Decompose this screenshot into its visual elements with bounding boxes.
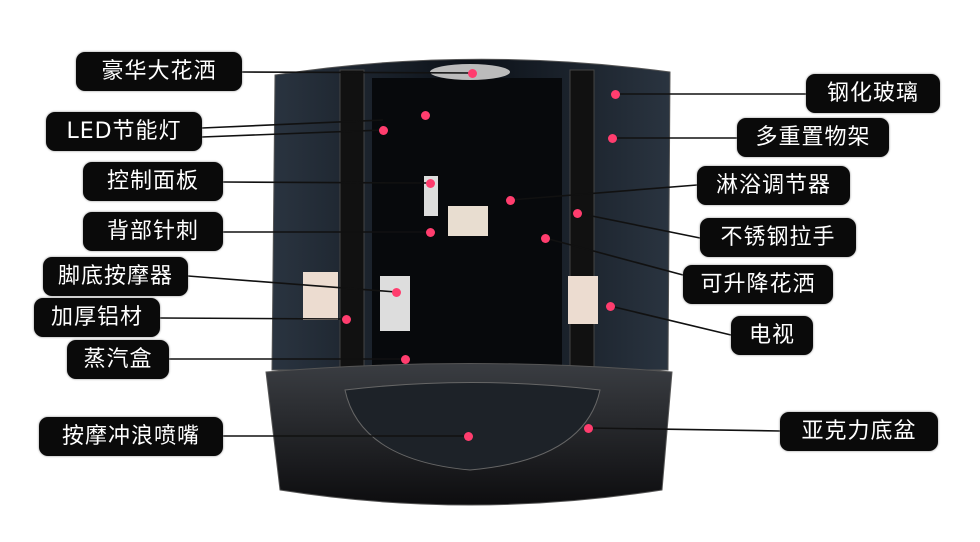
label-rain-shower: 豪华大花洒 bbox=[76, 52, 242, 91]
marker-dot bbox=[392, 288, 401, 297]
leader-lines bbox=[159, 71, 806, 437]
label-adjustable-shower: 可升降花洒 bbox=[683, 265, 833, 304]
label-massage-nozzles: 按摩冲浪喷嘴 bbox=[39, 417, 223, 456]
label-tempered-glass: 钢化玻璃 bbox=[806, 74, 940, 113]
marker-dot bbox=[468, 69, 477, 78]
marker-dot bbox=[541, 234, 550, 243]
marker-dot bbox=[401, 355, 410, 364]
marker-dot bbox=[608, 134, 617, 143]
marker-dot bbox=[611, 90, 620, 99]
cabin-body bbox=[265, 58, 673, 506]
marker-dot bbox=[606, 302, 615, 311]
marker-dot bbox=[584, 424, 593, 433]
marker-dot bbox=[573, 209, 582, 218]
label-foot-massager: 脚底按摩器 bbox=[43, 257, 188, 296]
label-control-panel: 控制面板 bbox=[83, 162, 223, 201]
marker-dot bbox=[426, 179, 435, 188]
label-aluminum-frame: 加厚铝材 bbox=[34, 298, 160, 337]
label-steam-box: 蒸汽盒 bbox=[67, 340, 169, 379]
label-shelf: 多重置物架 bbox=[737, 118, 889, 157]
marker-dot bbox=[342, 315, 351, 324]
label-steel-handle: 不锈钢拉手 bbox=[700, 218, 856, 257]
marker-dot bbox=[426, 228, 435, 237]
marker-dot bbox=[379, 126, 388, 135]
marker-dot bbox=[421, 111, 430, 120]
label-shower-regulator: 淋浴调节器 bbox=[697, 166, 850, 205]
marker-dot bbox=[464, 432, 473, 441]
marker-dot bbox=[506, 196, 515, 205]
label-tv: 电视 bbox=[731, 316, 813, 355]
label-back-jets: 背部针刺 bbox=[83, 212, 223, 251]
label-led-light: LED节能灯 bbox=[46, 112, 202, 151]
label-acrylic-tray: 亚克力底盆 bbox=[780, 412, 938, 451]
